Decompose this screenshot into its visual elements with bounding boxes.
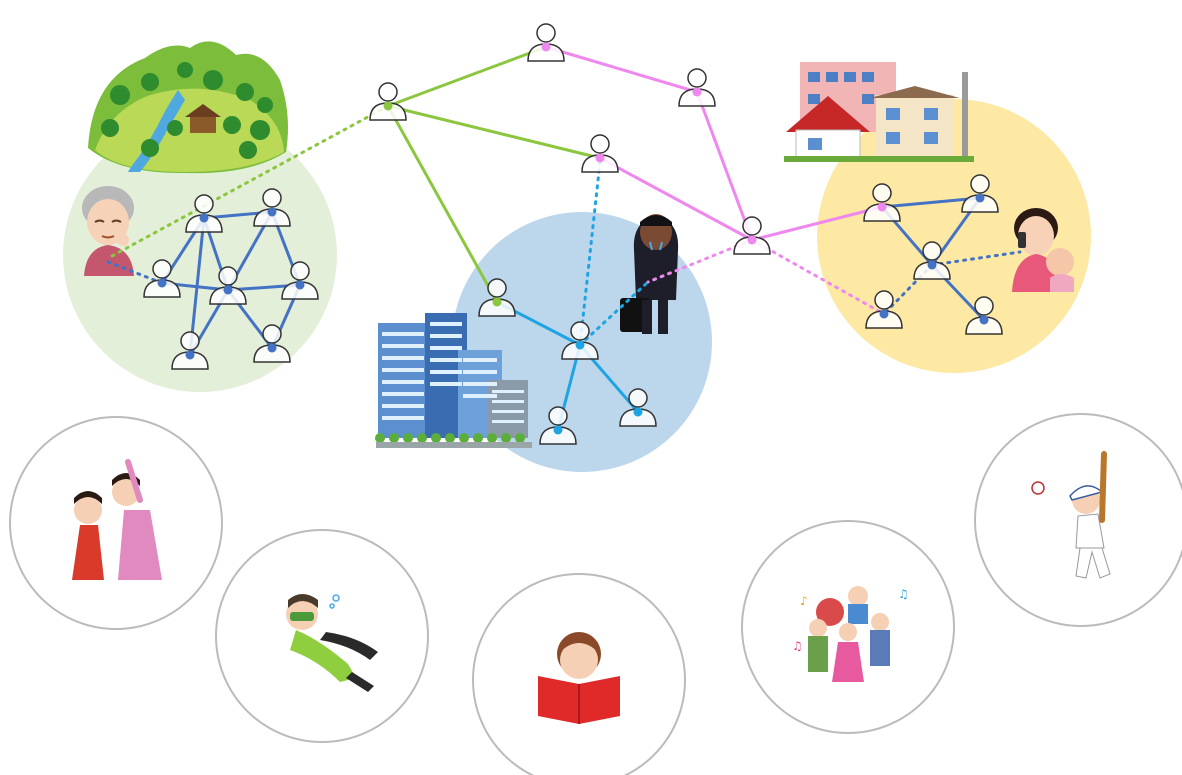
person-node-dot (692, 87, 702, 97)
person-icon (527, 23, 565, 62)
svg-text:♪: ♪ (800, 594, 808, 608)
person-node-dot (975, 193, 985, 203)
mother-with-baby-illustration (1012, 208, 1074, 292)
person-icon (863, 183, 901, 222)
person-node-dot (267, 343, 277, 353)
person-icon (733, 216, 771, 255)
person-icon (619, 388, 657, 427)
person-node-dot (877, 202, 887, 212)
rural-dotted-link (106, 260, 164, 285)
hobby-circle-reading (472, 573, 686, 775)
person-icon (961, 174, 999, 213)
person-node-dot (553, 425, 563, 435)
person-node-dot (595, 153, 605, 163)
person-node-dot (633, 407, 643, 417)
person-icon (209, 266, 247, 305)
person-node-dot (223, 285, 233, 295)
baseball-batter-illustration (1031, 451, 1111, 579)
person-nodes (143, 23, 1003, 445)
person-icon (143, 259, 181, 298)
person-icon (539, 406, 577, 445)
person-node-dot (747, 235, 757, 245)
person-node-dot (157, 278, 167, 288)
person-node-dot (541, 42, 551, 52)
person-icon (478, 278, 516, 317)
hobby-circle-baseball (974, 413, 1182, 627)
person-icon (965, 296, 1003, 335)
person-node-dot (267, 207, 277, 217)
person-icon (253, 324, 291, 363)
person-icon (581, 134, 619, 173)
svg-text:♫: ♫ (898, 587, 909, 601)
pink-bridge-edges (545, 45, 883, 242)
reading-girl-illustration (538, 632, 620, 724)
person-node-dot (295, 280, 305, 290)
scuba-diver-illustration (286, 594, 378, 692)
person-icon (561, 321, 599, 360)
person-node-dot (979, 315, 989, 325)
person-node-dot (927, 260, 937, 270)
person-node-dot (383, 101, 393, 111)
music-band-illustration: ♪ ♫ ♫ (792, 586, 909, 682)
person-icon (281, 261, 319, 300)
person-icon (171, 331, 209, 370)
person-node-dot (492, 297, 502, 307)
office-buildings-illustration (375, 313, 532, 448)
mountain-village-illustration (88, 41, 288, 174)
hobby-circle-exercise (9, 416, 223, 630)
person-node-dot (199, 213, 209, 223)
svg-text:♫: ♫ (792, 639, 803, 653)
exercise-illustration (72, 459, 162, 580)
sad-student-illustration (620, 214, 679, 334)
person-icon (253, 188, 291, 227)
person-node-dot (185, 350, 195, 360)
person-node-dot (575, 340, 585, 350)
person-icon (865, 290, 903, 329)
hobby-circle-band: ♪ ♫ ♫ (741, 520, 955, 734)
person-icon (185, 194, 223, 233)
houses-illustration (784, 62, 974, 162)
person-icon (678, 68, 716, 107)
green-bridge-edges (386, 45, 601, 303)
person-icon (913, 241, 951, 280)
city-dotted-links (578, 160, 650, 347)
hobby-circle-diving (215, 529, 429, 743)
person-icon (369, 82, 407, 121)
person-node-dot (879, 309, 889, 319)
